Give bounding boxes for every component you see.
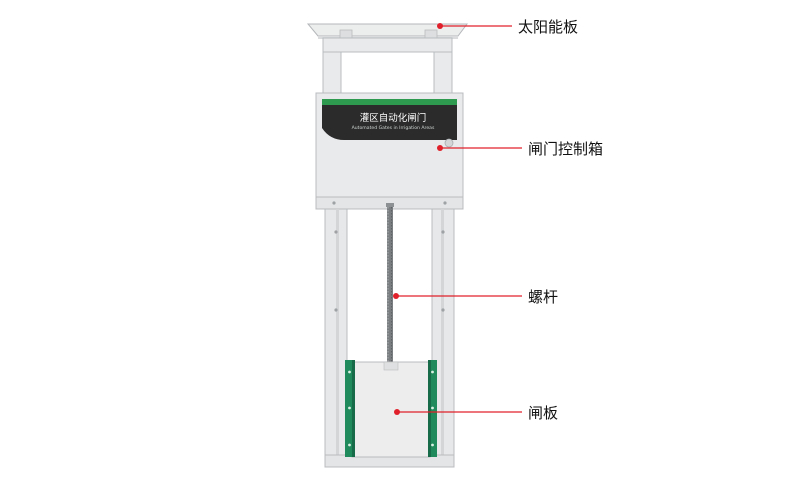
upper-support-frame [322, 37, 453, 95]
label-control-box: 闸门控制箱 [528, 140, 603, 158]
gate-frame [324, 208, 455, 468]
control-box-title: 灌区自动化闸门 [360, 112, 427, 124]
callout-control-box: 闸门控制箱 [437, 140, 603, 158]
gate-plate-assembly [345, 360, 437, 458]
callout-screw-rod: 螺杆 [393, 288, 558, 306]
label-screw-rod: 螺杆 [528, 288, 558, 306]
screw-rod [386, 203, 394, 370]
label-gate-plate: 闸板 [528, 404, 558, 422]
callout-solar-panel: 太阳能板 [437, 18, 578, 36]
gate-control-box: 灌区自动化闸门 Automated Gates in Irrigation Ar… [315, 92, 464, 210]
label-solar-panel: 太阳能板 [518, 18, 578, 36]
control-box-subtitle: Automated Gates in Irrigation Areas [352, 125, 435, 131]
callout-gate-plate: 闸板 [394, 404, 558, 422]
